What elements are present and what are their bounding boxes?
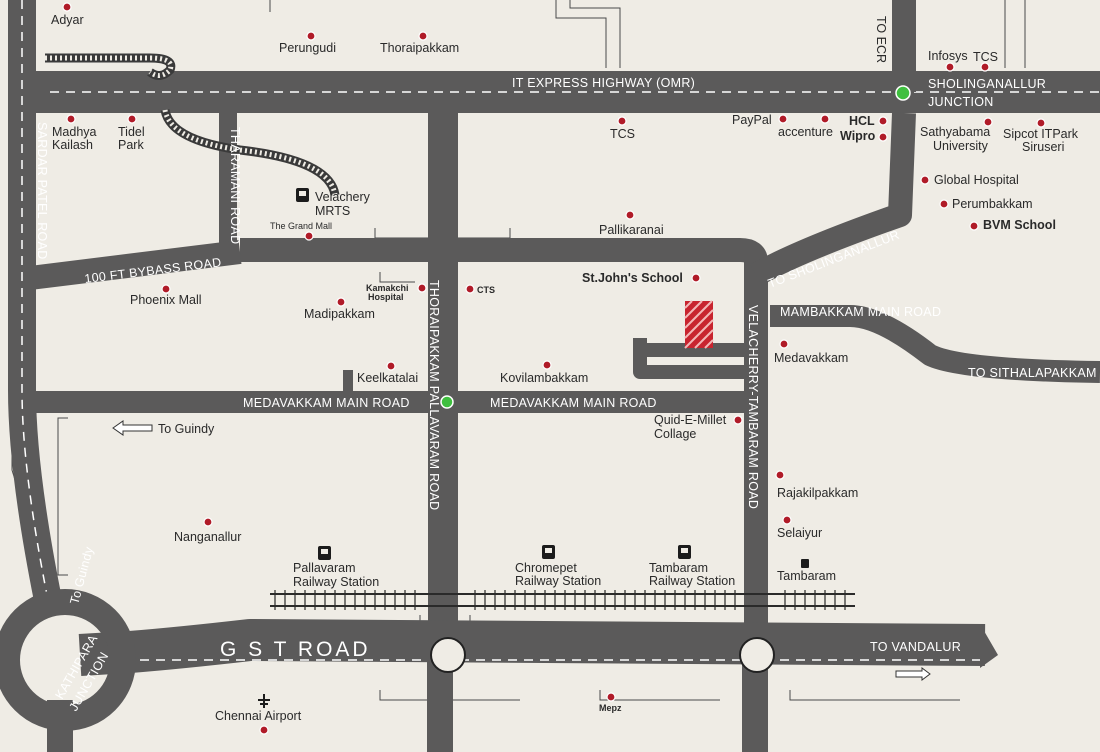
place-label-tidel-1: Tidel xyxy=(118,125,145,139)
place-label-mepz: Mepz xyxy=(599,703,622,713)
place-label-selaiyur: Selaiyur xyxy=(777,526,822,540)
place-label-wipro: Wipro xyxy=(840,129,876,143)
place-label-quid-1: Quid-E-Millet xyxy=(654,413,727,427)
road-label-tharamani: THARAMANI ROAD xyxy=(228,127,242,244)
place-label-pallikaranai: Pallikaranai xyxy=(599,223,664,237)
road-label-thoraipakkam: THORAIPAKKAM PALLAVARAM ROAD xyxy=(427,280,441,510)
arrow-left-icon xyxy=(112,420,153,436)
place-label-airport: Chennai Airport xyxy=(215,709,302,723)
place-label-chromepet-1: Chromepet xyxy=(515,561,577,575)
mrts-track xyxy=(45,53,340,197)
road-label-medavakkam-west: MEDAVAKKAM MAIN ROAD xyxy=(243,396,410,410)
place-label-sathyabama-2: University xyxy=(933,139,989,153)
road-label-mambakkam: MAMBAKKAM MAIN ROAD xyxy=(780,305,941,319)
place-label-grand-mall: The Grand Mall xyxy=(270,221,332,231)
sholinganallur-junction-marker xyxy=(895,85,911,101)
place-label-adyar: Adyar xyxy=(51,13,84,27)
place-label-perumbakkam: Perumbakkam xyxy=(952,197,1033,211)
road-label-gst: G S T ROAD xyxy=(220,638,371,661)
road-label-to-ecr: TO ECR xyxy=(874,16,888,63)
place-label-phoenix-mall: Phoenix Mall xyxy=(130,293,202,307)
place-label-velachery-1: Velachery xyxy=(315,190,371,204)
place-label-keelkatalai: Keelkatalai xyxy=(357,371,418,385)
road-label-to-sithalapakkam: TO SITHALAPAKKAM xyxy=(968,366,1097,380)
place-label-infosys: Infosys xyxy=(928,49,968,63)
place-label-tambaram: Tambaram xyxy=(777,569,836,583)
road-label-medavakkam-east: MEDAVAKKAM MAIN ROAD xyxy=(490,396,657,410)
train-station-icon xyxy=(296,188,809,568)
place-label-hcl: HCL xyxy=(849,114,875,128)
road-label-velachery: VELACHERRY-TAMBARAM ROAD xyxy=(746,305,760,509)
place-label-sipcot-1: Sipcot ITPark xyxy=(1003,127,1079,141)
place-label-global-hospital: Global Hospital xyxy=(934,173,1019,187)
place-label-tidel-2: Park xyxy=(118,138,144,152)
road-label-to-vandalur: TO VANDALUR xyxy=(870,640,961,654)
airport-icon xyxy=(258,694,270,708)
place-label-kamakchi-1: Kamakchi xyxy=(366,283,409,293)
junction-label-sholinganallur: SHOLINGANALLUR xyxy=(928,77,1046,91)
place-label-madhya-2: Kailash xyxy=(52,138,93,152)
place-label-sathyabama-1: Sathyabama xyxy=(920,125,990,139)
place-label-kamakchi-2: Hospital xyxy=(368,292,404,302)
place-label-rajakilpakkam: Rajakilpakkam xyxy=(777,486,858,500)
place-label-chromepet-2: Railway Station xyxy=(515,574,601,588)
place-label-tambaram-rs-1: Tambaram xyxy=(649,561,708,575)
place-label-medavakkam: Medavakkam xyxy=(774,351,848,365)
place-label-thoraipakkam: Thoraipakkam xyxy=(380,41,459,55)
place-label-tambaram-rs-2: Railway Station xyxy=(649,574,735,588)
railway-line xyxy=(270,590,855,610)
place-markers xyxy=(62,2,1046,735)
place-label-cts: CTS xyxy=(477,285,495,295)
road-label-omr: IT EXPRESS HIGHWAY (OMR) xyxy=(512,76,695,90)
place-label-madipakkam: Madipakkam xyxy=(304,307,375,321)
medavakkam-junction-marker xyxy=(440,395,454,409)
place-label-to-guindy: To Guindy xyxy=(158,422,215,436)
place-label-quid-2: Collage xyxy=(654,427,696,441)
place-label-accenture: accenture xyxy=(778,125,833,139)
place-label-pallavaram-1: Pallavaram xyxy=(293,561,356,575)
place-label-pallavaram-2: Railway Station xyxy=(293,575,379,589)
road-label-sardar-patel: SARDAR PATEL ROAD xyxy=(35,122,49,260)
place-label-tcs-top: TCS xyxy=(973,50,998,64)
junction-label-sholinganallur-2: JUNCTION xyxy=(928,95,994,109)
place-label-paypal: PayPal xyxy=(732,113,772,127)
place-label-perungudi: Perungudi xyxy=(279,41,336,55)
place-label-sipcot-2: Siruseri xyxy=(1022,140,1064,154)
place-label-st-johns: St.John's School xyxy=(582,271,683,285)
place-label-bvm-school: BVM School xyxy=(983,218,1056,232)
arrow-right-icon xyxy=(895,667,931,681)
place-label-kovilambakkam: Kovilambakkam xyxy=(500,371,588,385)
place-label-nanganallur: Nanganallur xyxy=(174,530,241,544)
place-label-tcs: TCS xyxy=(610,127,635,141)
place-label-madhya-1: Madhya xyxy=(52,125,97,139)
place-label-velachery-2: MRTS xyxy=(315,204,350,218)
